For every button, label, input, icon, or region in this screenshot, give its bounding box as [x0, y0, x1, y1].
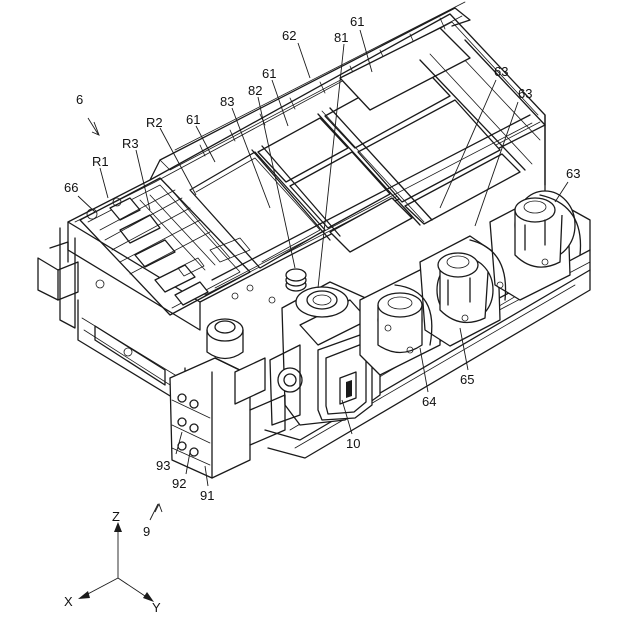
label-81: 81: [334, 30, 348, 45]
filler-cap: [207, 319, 243, 359]
axis-label-z: Z: [112, 509, 120, 524]
label-61-b: 61: [262, 66, 276, 81]
label-9: 9: [143, 524, 150, 539]
label-62: 62: [282, 28, 296, 43]
axis-label-y: Y: [152, 600, 161, 615]
label-63-c: 63: [566, 166, 580, 181]
axis-label-x: X: [64, 594, 73, 609]
label-93: 93: [156, 458, 170, 473]
label-r2: R2: [146, 115, 163, 130]
label-64: 64: [422, 394, 436, 409]
label-61-a: 61: [186, 112, 200, 127]
connector-block: [170, 358, 285, 478]
label-66: 66: [64, 180, 78, 195]
label-6: 6: [76, 92, 83, 107]
label-92: 92: [172, 476, 186, 491]
label-63-a: 63: [494, 64, 508, 79]
label-61-c: 61: [350, 14, 364, 29]
label-10: 10: [346, 436, 360, 451]
label-91: 91: [200, 488, 214, 503]
label-65: 65: [460, 372, 474, 387]
label-r3: R3: [122, 136, 139, 151]
label-63-b: 63: [518, 86, 532, 101]
label-r1: R1: [92, 154, 109, 169]
label-82: 82: [248, 83, 262, 98]
label-83: 83: [220, 94, 234, 109]
